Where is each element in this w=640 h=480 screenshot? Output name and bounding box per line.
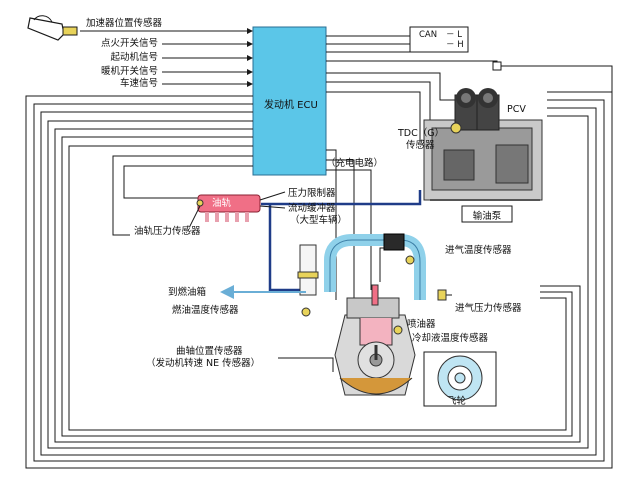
can-label: CAN [419,30,438,40]
can-high-label: － H [446,40,464,50]
crank-sensor-label-1: 曲轴位置传感器 [176,346,243,357]
intake-temp-sensor-icon [405,255,415,265]
rail-label: 油轨 [212,198,232,209]
rail-leaders [189,191,286,227]
coolant-temp-sensor-label: 冷却液温度传感器 [412,333,489,344]
tdc-sensor-label-2: 传感器 [406,140,435,151]
large-vehicle-label: （大型车辆） [290,215,348,226]
charging-circuit-label: （充电电路） [326,158,384,169]
input-arrows [80,28,253,87]
fuel-lines [261,190,422,292]
intake-throttle-icon [383,233,405,251]
ignition-signal-label: 点火开关信号 [100,38,158,49]
vehicle-speed-label: 车速信号 [119,78,158,89]
common-rail-icon [196,194,261,222]
junction-square [492,61,502,71]
fuel-temp-sensor-icon [301,307,311,317]
rail-pressure-sensor-label: 油轨压力传感器 [134,226,201,237]
starter-signal-label: 起动机信号 [110,52,158,63]
pcv-label: PCV [507,104,526,115]
supply-pump-icon [423,88,543,201]
can-box [409,26,469,53]
to-fuel-tank-label: 到燃油箱 [168,287,207,298]
accelerator-pedal-icon [27,15,78,41]
crank-sensor-label-2: （发动机转速 NE 传感器） [146,358,261,369]
fuel-temp-sensor-label: 燃油温度传感器 [172,305,239,316]
supply-pump-label: 输油泵 [472,211,502,222]
engine-block [334,284,416,396]
flow-damper-label: 流动缓冲器 [288,203,336,214]
tdc-sensor-label-1: TDC（G） [398,128,445,139]
wiring-loops [25,28,613,469]
heater-switch-label: 暖机开关信号 [100,66,158,77]
boost-sensor-icon [437,289,447,301]
can-low-label: － L [446,30,462,40]
accelerator-sensor-label: 加速器位置传感器 [86,18,163,29]
ecu-label: 发动机 ECU [264,100,318,111]
pressure-limiter-label: 压力限制器 [288,188,336,199]
coolant-temp-sensor-icon [393,325,403,335]
supply-pump-label-box [461,205,513,223]
flywheel-label: 飞轮 [447,396,467,407]
intake-manifold [324,234,426,300]
ecu-box [252,26,327,176]
exhaust-pipe [297,244,319,296]
injector-label: 喷油器 [407,319,436,330]
flywheel-icon [423,351,497,407]
boost-pressure-sensor-label: 进气压力传感器 [455,303,522,314]
intake-temp-sensor-label: 进气温度传感器 [445,245,512,256]
